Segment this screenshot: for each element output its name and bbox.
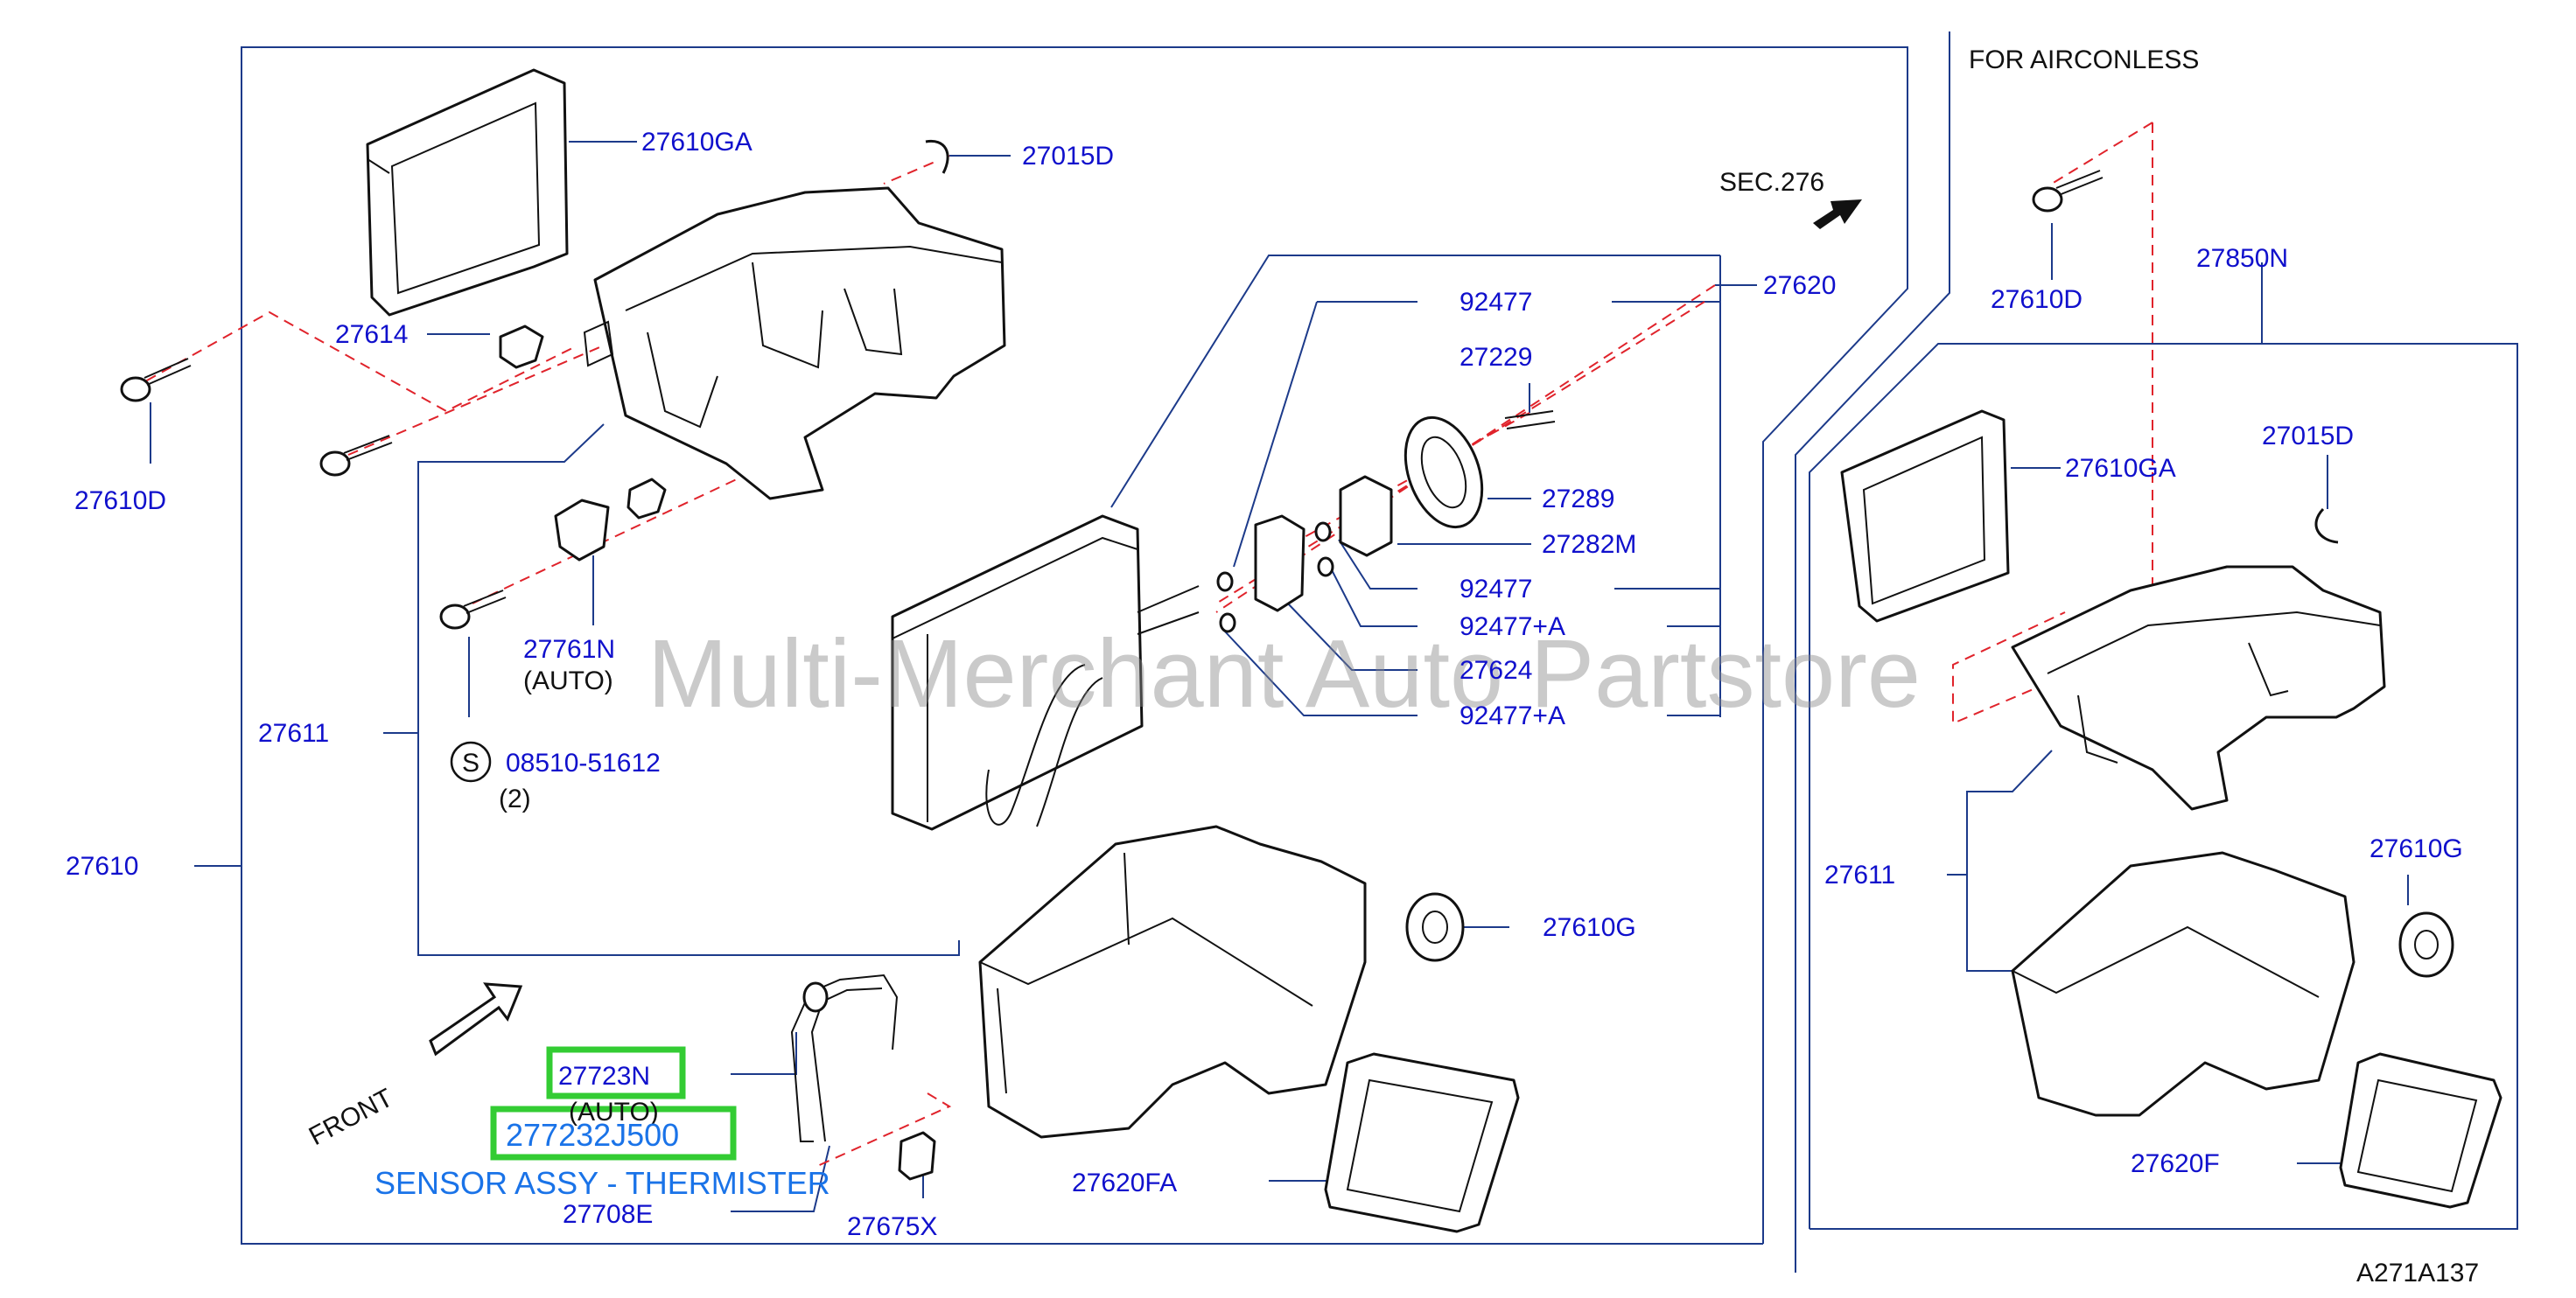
label-27723n[interactable]: 27723N: [558, 1062, 650, 1091]
label-27289[interactable]: 27289: [1542, 485, 1614, 513]
front-label: FRONT: [304, 1084, 398, 1152]
right-subframe: [1809, 343, 2518, 1230]
label-27620f-right[interactable]: 27620F: [2131, 1149, 2220, 1178]
label-27610ga[interactable]: 27610GA: [641, 128, 752, 157]
grommet-27610g: [1405, 892, 1465, 962]
highlight-277232j500: [490, 1106, 737, 1161]
right-bracket-27611: [1966, 750, 2053, 972]
evaporator-group-frame: [1110, 255, 1720, 508]
label-92477-top[interactable]: 92477: [1460, 288, 1532, 317]
sensor-description: SENSOR ASSY - THERMISTER: [374, 1165, 830, 1201]
expansion-valve-27624: [1254, 514, 1306, 612]
label-27675x[interactable]: 27675X: [847, 1212, 937, 1241]
label-277232j500[interactable]: 277232J500: [506, 1117, 679, 1153]
seal-27289: [1404, 415, 1484, 529]
lower-case-right: [2011, 851, 2356, 1117]
grommet-27610g-right: [2398, 911, 2454, 978]
label-27610[interactable]: 27610: [66, 852, 138, 881]
note-27761n: (AUTO): [523, 666, 613, 695]
bolt-lower: [439, 590, 507, 630]
clip-27675x: [898, 1131, 936, 1181]
aircon-less-title: FOR AIRCONLESS: [1969, 45, 2199, 74]
bolt-27610d-left: [120, 358, 192, 402]
note-27723n: (AUTO): [569, 1098, 659, 1127]
label-27610d-right[interactable]: 27610D: [1991, 285, 2082, 314]
label-27614[interactable]: 27614: [335, 320, 408, 349]
screw-symbol-circle: [450, 741, 492, 783]
label-92477-mid[interactable]: 92477: [1460, 575, 1532, 604]
screw-symbol: S: [462, 749, 480, 778]
label-27611[interactable]: 27611: [258, 719, 329, 748]
label-27610g-right[interactable]: 27610G: [2370, 834, 2463, 863]
label-27015d-right[interactable]: 27015D: [2262, 422, 2354, 450]
label-27015d[interactable]: 27015D: [1022, 142, 1114, 171]
clip-27614: [499, 324, 544, 369]
label-27624[interactable]: 27624: [1460, 656, 1532, 685]
watermark: Multi-Merchant Auto Partstore: [648, 620, 1921, 728]
thermister-sensor: [790, 974, 899, 1142]
clip-27015d: [925, 139, 949, 174]
label-27620[interactable]: 27620: [1763, 271, 1836, 300]
label-92477a-1[interactable]: 92477+A: [1460, 612, 1565, 641]
section-arrow: [1813, 199, 1862, 229]
o-rings-92477: [1216, 521, 1334, 633]
label-27708e[interactable]: 27708E: [563, 1200, 653, 1229]
label-27610g[interactable]: 27610G: [1543, 913, 1636, 942]
filter-27620f-right: [2339, 1052, 2502, 1209]
front-arrow-icon: [429, 982, 523, 1057]
label-27620fa[interactable]: 27620FA: [1072, 1169, 1177, 1197]
main-frame: [241, 46, 1908, 1245]
bolt-27610d-right: [2032, 170, 2104, 213]
label-92477a-2[interactable]: 92477+A: [1460, 701, 1565, 730]
label-27611-right[interactable]: 27611: [1824, 861, 1895, 890]
label-08510-51612[interactable]: 08510-51612: [506, 749, 661, 778]
highlight-27723n: [546, 1046, 686, 1099]
evaporator-core: [891, 514, 1200, 831]
section-ref: SEC.276: [1719, 168, 1824, 197]
bolt-mid: [319, 435, 393, 477]
qty-08510-51612: (2): [499, 785, 531, 813]
divider-line: [1795, 31, 1950, 1273]
label-27850n[interactable]: 27850N: [2196, 244, 2288, 273]
air-filter-27610ga: [366, 68, 569, 317]
label-27761n[interactable]: 27761N: [523, 635, 615, 664]
actuator-27761n: [554, 478, 667, 562]
label-27229[interactable]: 27229: [1460, 343, 1532, 372]
filter-27620fa: [1324, 1052, 1520, 1233]
clip-27015d-right: [2314, 507, 2339, 544]
bolt-27229: [1504, 410, 1556, 429]
lower-unit-case: [978, 825, 1367, 1139]
label-27282m[interactable]: 27282M: [1542, 530, 1636, 559]
upper-unit-case: [583, 186, 1006, 500]
leader-lines: [150, 141, 2409, 1212]
label-27610ga-right[interactable]: 27610GA: [2065, 454, 2176, 483]
left-bracket-27611: [417, 423, 960, 956]
gasket-27282m: [1339, 475, 1393, 557]
diagram-code: A271A137: [2356, 1259, 2479, 1288]
upper-case-right: [2011, 565, 2386, 811]
air-filter-27610ga-right: [1840, 409, 2010, 623]
label-27610d[interactable]: 27610D: [74, 486, 166, 515]
